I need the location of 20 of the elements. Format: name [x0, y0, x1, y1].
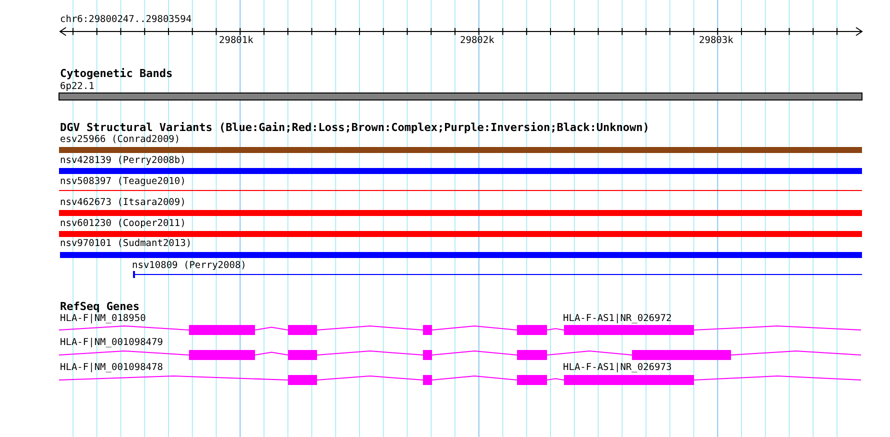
feature-label: HLA-F-AS1|NR_026973 — [563, 362, 672, 373]
feature-label: HLA-F|NM_001098479 — [60, 337, 163, 348]
band-label: 6p22.1 — [60, 81, 94, 92]
track-heading: DGV Structural Variants (Blue:Gain;Red:Loss;Brown:Complex;Purple:Inversion;Black:Unknown) — [60, 122, 650, 133]
tick-label: 29801k — [219, 35, 254, 46]
track-heading: Cytogenetic Bands — [60, 68, 173, 79]
track-heading: RefSeq Genes — [60, 301, 140, 312]
feature-label: nsv970101 (Sudmant2013) — [60, 238, 192, 249]
feature-label: HLA-F-AS1|NR_026972 — [563, 313, 672, 324]
feature-label: nsv462673 (Itsara2009) — [60, 197, 186, 208]
tick-label: 29802k — [460, 35, 494, 46]
feature-label: nsv601230 (Cooper2011) — [60, 218, 186, 229]
feature-label: nsv10809 (Perry2008) — [132, 260, 246, 271]
feature-label: HLA-F|NM_018950 — [60, 313, 146, 324]
feature-label: nsv428139 (Perry2008b) — [60, 155, 186, 166]
feature-label: esv25966 (Conrad2009) — [60, 134, 180, 145]
feature-label: nsv508397 (Teague2010) — [60, 176, 186, 187]
tick-label: 29803k — [699, 35, 734, 46]
coordinate-label: chr6:29800247..29803594 — [60, 14, 192, 25]
feature-label: HLA-F|NM_001098478 — [60, 362, 163, 373]
